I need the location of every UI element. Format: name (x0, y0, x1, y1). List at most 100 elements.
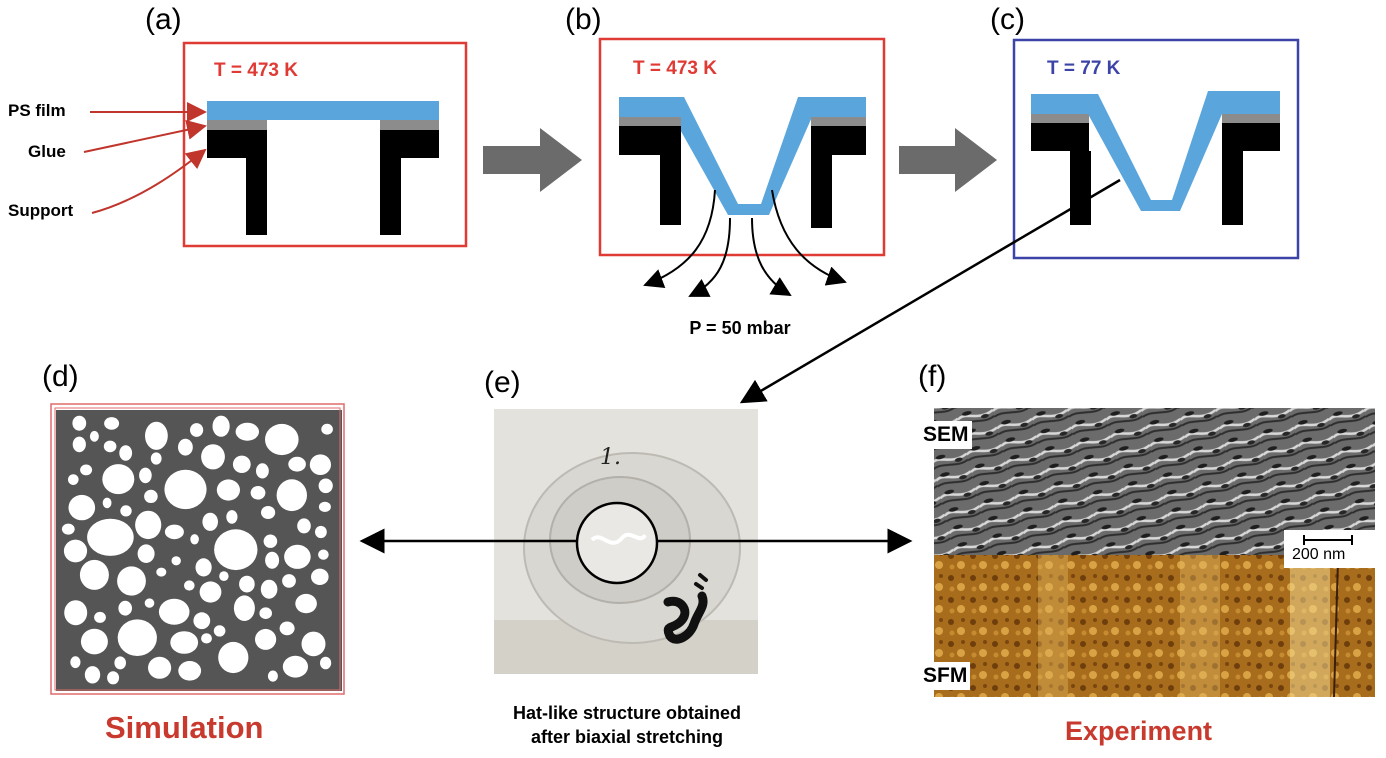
pressure-label: P = 50 mbar (689, 318, 791, 338)
simulation-hole (102, 464, 135, 495)
simulation-hole (311, 568, 329, 585)
simulation-hole (170, 631, 199, 654)
simulation-hole (265, 423, 299, 456)
pressure-arrow-4 (771, 189, 847, 286)
temperature-c: T = 77 K (1047, 58, 1121, 79)
simulation-hole (318, 501, 331, 512)
simulation-hole (239, 575, 255, 593)
panel-d-inner-frame (54, 407, 341, 691)
simulation-hole (321, 423, 333, 435)
simulation-hole (255, 628, 277, 650)
simulation-hole (315, 525, 327, 539)
simulation-hole (164, 524, 184, 540)
simulation-hole (201, 444, 225, 470)
glue-a-left (207, 120, 267, 130)
legend-ps-film: PS film (8, 101, 66, 120)
arrow-c-to-e (739, 178, 1121, 404)
panel-d-label: (d) (42, 360, 79, 393)
simulation-hole (118, 600, 132, 616)
sfm-band-2 (1180, 555, 1220, 697)
support-c-left-top (1031, 123, 1089, 151)
simulation-hole (107, 671, 120, 685)
simulation-hole (178, 661, 202, 681)
simulation-hole (80, 464, 93, 476)
support-c-left-leg (1070, 151, 1091, 225)
simulation-hole (267, 670, 278, 682)
sfm-scratch (1333, 559, 1339, 698)
ps-film-a (207, 101, 439, 120)
simulation-hole (190, 423, 204, 437)
legend-glue: Glue (28, 142, 66, 161)
simulation-hole (216, 479, 240, 501)
simulation-hole (139, 467, 152, 484)
simulation-hole (68, 494, 96, 521)
simulation-hole (72, 415, 87, 431)
experiment-title: Experiment (1065, 716, 1213, 746)
simulation-hole (199, 581, 222, 603)
pressure-arrow-3 (751, 217, 792, 297)
panel-a-frame (182, 41, 468, 248)
simulation-hole (72, 436, 86, 453)
simulation-hole (102, 497, 112, 509)
sample-mark: 1. (600, 445, 621, 470)
scale-bar-box (1284, 530, 1375, 568)
simulation-hole (87, 518, 134, 556)
simulation-hole (318, 478, 333, 494)
support-c-right-top (1222, 123, 1280, 151)
simulation-hole (114, 656, 126, 670)
panel-c-label: (c) (990, 3, 1025, 36)
sfm-band-3 (1290, 555, 1330, 697)
sample-texture (590, 532, 647, 545)
simulation-hole (150, 452, 162, 465)
simulation-hole (265, 551, 280, 569)
simulation-hole (232, 455, 251, 473)
simulation-hole (120, 505, 132, 517)
simulation-hole (301, 631, 326, 657)
caption-line-1: Hat-like structure obtained (512, 703, 742, 723)
scale-bar-label: 200 nm (1292, 546, 1346, 563)
glue-b-left (619, 117, 681, 126)
sfm-tag: SFM (920, 662, 971, 690)
simulation-hole (144, 598, 155, 608)
simulation-hole (260, 579, 278, 599)
simulation-hole (144, 489, 158, 503)
glue-c-left (1031, 114, 1089, 123)
temperature-b: T = 473 K (633, 58, 717, 79)
simulation-hole (219, 571, 229, 581)
support-a-right-leg (380, 158, 401, 235)
support-a-left-top (207, 130, 267, 158)
sem-tag: SEM (920, 421, 972, 449)
pressure-arrow-1 (643, 189, 716, 288)
temperature-a: T = 473 K (214, 60, 298, 81)
simulation-hole (84, 666, 101, 684)
simulation-hole (104, 417, 120, 430)
simulation-hole (214, 529, 258, 571)
simulation-hole (212, 415, 230, 437)
simulation-hole (178, 438, 193, 456)
simulation-hole (79, 559, 109, 590)
panel-e-label: (e) (484, 366, 521, 399)
simulation-hole (164, 469, 207, 510)
sfm-band-1 (1038, 555, 1068, 697)
glue-a-right (380, 120, 439, 130)
simulation-hole (63, 539, 88, 563)
panel-b (598, 37, 886, 297)
simulation-hole (193, 612, 211, 630)
support-b-left-top (619, 126, 681, 155)
panel-f (934, 408, 1375, 698)
panel-b-label: (b) (565, 3, 602, 36)
simulation-hole (171, 556, 181, 566)
step-arrow-b-to-c (899, 128, 997, 192)
simulation-hole (68, 474, 79, 485)
panel-a-label: (a) (145, 3, 182, 36)
simulation-hole (145, 421, 168, 450)
support-c-right-leg (1222, 151, 1243, 225)
panel-a (83, 41, 468, 248)
pressure-arrow-2 (688, 217, 731, 297)
simulation-hole (148, 656, 172, 679)
simulation-hole (64, 600, 88, 626)
simulation-hole (261, 506, 276, 519)
simulation-hole (309, 454, 331, 476)
simulation-hole (94, 611, 106, 623)
